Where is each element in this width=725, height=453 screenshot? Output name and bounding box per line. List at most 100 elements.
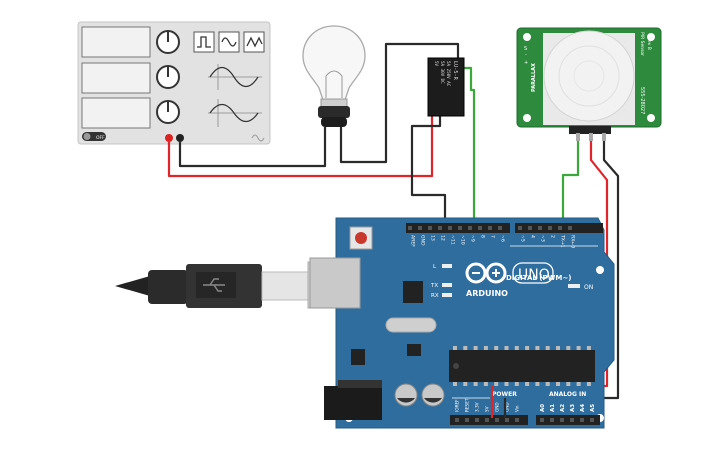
digital-pin-label: 13 <box>430 235 436 241</box>
digital-pin-hole[interactable] <box>538 226 542 230</box>
microcontroller-pins <box>453 346 591 386</box>
digital-pin-hole[interactable] <box>448 226 452 230</box>
power-pin-hole[interactable] <box>455 418 459 422</box>
power-pin-label: GND <box>495 402 500 412</box>
dc-power-jack <box>324 386 382 420</box>
function-generator: OFF <box>77 21 271 145</box>
led-rx <box>442 293 452 297</box>
power-pin-hole[interactable] <box>465 418 469 422</box>
digital-pin-label: ~5 <box>520 235 526 242</box>
wire-black-bulb-relay <box>339 42 460 164</box>
digital-pin-label: 12 <box>440 235 446 241</box>
digital-label: DIGITAL (PWM~) <box>506 274 571 282</box>
crystal <box>385 317 437 333</box>
relay-label-4: 5V <box>434 61 439 67</box>
led-l-label: L <box>433 264 437 270</box>
usb-port <box>309 257 361 309</box>
terminal-positive[interactable] <box>165 134 173 142</box>
digital-pin-hole[interactable] <box>438 226 442 230</box>
light-bulb <box>302 25 366 127</box>
analog-pin-hole[interactable] <box>550 418 554 422</box>
digital-pin-hole[interactable] <box>468 226 472 230</box>
power-pin-hole[interactable] <box>475 418 479 422</box>
analog-pin-hole[interactable] <box>590 418 594 422</box>
power-switch-label: OFF <box>96 135 105 141</box>
digital-pin-hole[interactable] <box>568 226 572 230</box>
display-1 <box>81 26 151 58</box>
on-label: ON <box>584 284 593 291</box>
wires-overlay <box>490 386 507 418</box>
analog-pin-hole[interactable] <box>580 418 584 422</box>
digital-pin-label: ~6 <box>500 235 506 242</box>
triangle-wave-icon <box>246 36 263 48</box>
square-wave-button[interactable] <box>193 31 215 53</box>
arduino-brand: ARDUINO <box>466 289 508 298</box>
pir-pin-label-gnd: - <box>525 52 527 58</box>
led-l <box>442 264 452 268</box>
power-pin-hole[interactable] <box>505 418 509 422</box>
square-wave-icon <box>197 36 211 48</box>
wire-red-supply <box>167 116 434 178</box>
relay-label-1: LU-5-R <box>452 61 458 81</box>
capacitor-1 <box>394 383 418 407</box>
power-pin-label: 5V <box>485 406 490 412</box>
digital-pin-label: ~10 <box>460 235 466 245</box>
digital-pin-label: 7 <box>490 235 496 238</box>
display-2 <box>81 62 151 94</box>
digital-pin-label: 4 <box>530 235 536 238</box>
display-3 <box>81 97 151 129</box>
digital-pin-hole[interactable] <box>498 226 502 230</box>
led-rx-label: RX <box>431 293 439 299</box>
power-pin-hole[interactable] <box>485 418 489 422</box>
digital-pin-label: GND <box>420 235 426 246</box>
digital-pin-label: RX←0 <box>570 235 576 248</box>
analog-pin-hole[interactable] <box>570 418 574 422</box>
digital-pin-hole[interactable] <box>408 226 412 230</box>
analog-pin-label: A3 <box>570 404 576 412</box>
microcontroller-chip <box>449 350 595 382</box>
terminal-negative[interactable] <box>176 134 184 142</box>
bottom-header-holes <box>455 418 594 422</box>
digital-pin-hole[interactable] <box>548 226 552 230</box>
power-pin-hole[interactable] <box>515 418 519 422</box>
digital-pin-hole[interactable] <box>488 226 492 230</box>
analog-pin-label: A2 <box>560 404 566 412</box>
analog-pin-label: A5 <box>590 404 596 412</box>
digital-header-holes <box>408 226 572 230</box>
brand-logo-icon <box>251 134 265 142</box>
power-pin-hole[interactable] <box>495 418 499 422</box>
digital-pin-hole[interactable] <box>428 226 432 230</box>
digital-pin-label: ~11 <box>450 235 456 245</box>
digital-pin-hole[interactable] <box>558 226 562 230</box>
digital-pin-hole[interactable] <box>478 226 482 230</box>
digital-pin-hole[interactable] <box>418 226 422 230</box>
digital-pin-hole[interactable] <box>528 226 532 230</box>
analog-pin-hole[interactable] <box>540 418 544 422</box>
voltage-regulator <box>351 349 365 365</box>
pir-brand-label: PARALLAX <box>531 63 537 92</box>
pir-code-label: 555-28027 <box>639 87 645 114</box>
analog-label: ANALOG IN <box>549 391 586 398</box>
digital-pin-hole[interactable] <box>458 226 462 230</box>
digital-pin-label: AREF <box>410 235 416 247</box>
led-tx-label: TX <box>430 283 438 289</box>
amplitude-wave-icon <box>209 66 259 88</box>
pir-sensor: PARALLAX PIR Sensor Rev B 555-28027 - + … <box>516 27 662 141</box>
capacitor-2 <box>421 383 445 407</box>
analog-pin-hole[interactable] <box>560 418 564 422</box>
power-pin-label: RESET <box>465 398 470 412</box>
pir-rev-label: Rev B <box>646 37 652 50</box>
pir-pin-label-vcc: + <box>524 60 528 66</box>
digital-pin-label: ~3 <box>540 235 546 242</box>
power-pin-label: GND <box>505 402 510 412</box>
usb-icon <box>203 278 225 292</box>
arduino-model: UNO <box>518 267 550 283</box>
power-pin-label: Vin <box>515 405 520 412</box>
analog-pin-label: A4 <box>580 404 586 412</box>
digital-pin-hole[interactable] <box>518 226 522 230</box>
digital-pin-label: 2 <box>550 235 556 238</box>
power-pin-label: IOREF <box>455 399 460 412</box>
